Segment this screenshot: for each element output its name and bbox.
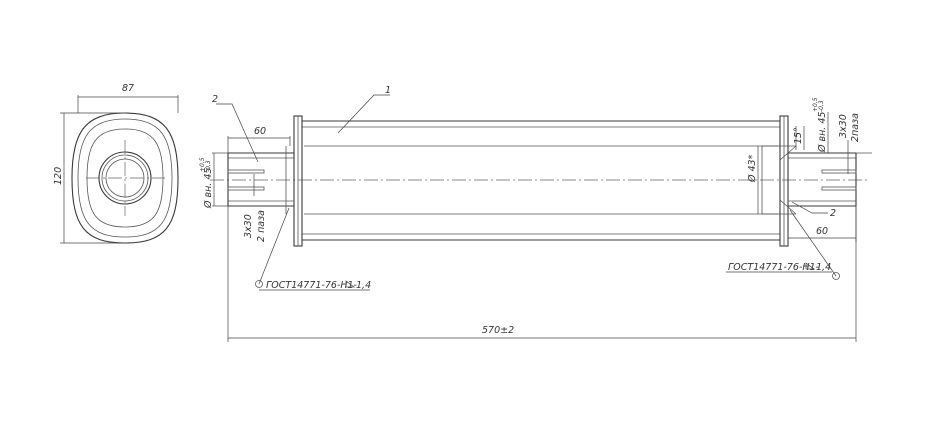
left-pipe-diameter-label: Ø вн. 45 (203, 168, 214, 209)
weld-right-leader (789, 209, 837, 277)
muffler-body (293, 115, 789, 247)
weld-right-standard: ГОСТ14771-76-Н1- (728, 262, 820, 273)
right-slot-top (821, 169, 857, 174)
right-pipe-diameter-label: Ø вн. 45 (817, 112, 828, 153)
side-width-label: 87 (122, 83, 134, 94)
right-cone-bottom (779, 199, 797, 215)
right-slot-count: 2паза (850, 113, 861, 142)
left-slot-count: 2 паза (256, 210, 267, 242)
side-view-inner-shell (77, 118, 173, 238)
side-view: 87 120 (53, 83, 179, 244)
right-cone-top (779, 145, 797, 161)
weld-note-left: ГОСТ14771-76-Н1- 1,4 (255, 207, 371, 291)
angle-label: 15° (793, 127, 804, 144)
right-slot-size: 3x30 (838, 114, 849, 138)
right-pipe-tol-upper: +0,5 (812, 97, 819, 112)
overall-length-label: 570±2 (482, 325, 514, 336)
bore-diameter-label: Ø 43* (747, 154, 758, 183)
right-slot-bottom (821, 186, 857, 191)
weld-right-symbol (805, 262, 816, 270)
weld-right-marker (832, 272, 840, 280)
side-view-flange (86, 128, 164, 228)
left-pipe-tol-upper: +0,5 (199, 157, 206, 172)
weld-note-right: ГОСТ14771-76-Н1- 1,4 (726, 209, 840, 280)
weld-left-standard: ГОСТ14771-76-Н1- (266, 280, 358, 291)
callout-1-leader (337, 94, 390, 134)
callout-2-left-leader (216, 103, 259, 163)
callout-2-right-leader (791, 201, 828, 214)
left-length-label: 60 (254, 126, 266, 137)
weld-right-leg: 1,4 (816, 262, 831, 273)
weld-left-symbol (345, 280, 356, 288)
weld-left-leader (258, 207, 290, 285)
right-pipe-tol-lower: -0,3 (818, 100, 825, 112)
callout-2-right-label: 2 (830, 208, 836, 219)
main-view: 1 2 2 60 Ø вн. 45 +0,5 -0,3 3x30 2 паза … (199, 85, 872, 342)
right-length-label: 60 (816, 226, 828, 237)
callout-1-label: 1 (385, 85, 391, 96)
left-slot-top (227, 169, 265, 174)
left-slot-bottom (227, 186, 265, 191)
right-pipe (761, 145, 857, 215)
weld-left-marker (255, 280, 263, 288)
left-pipe (227, 146, 294, 214)
weld-left-leg: 1,4 (356, 280, 371, 291)
left-pipe-tol-lower: -0,3 (205, 160, 212, 172)
callout-2-left-label: 2 (212, 94, 218, 105)
side-height-label: 120 (53, 167, 64, 185)
left-slot-size: 3x30 (243, 214, 254, 238)
